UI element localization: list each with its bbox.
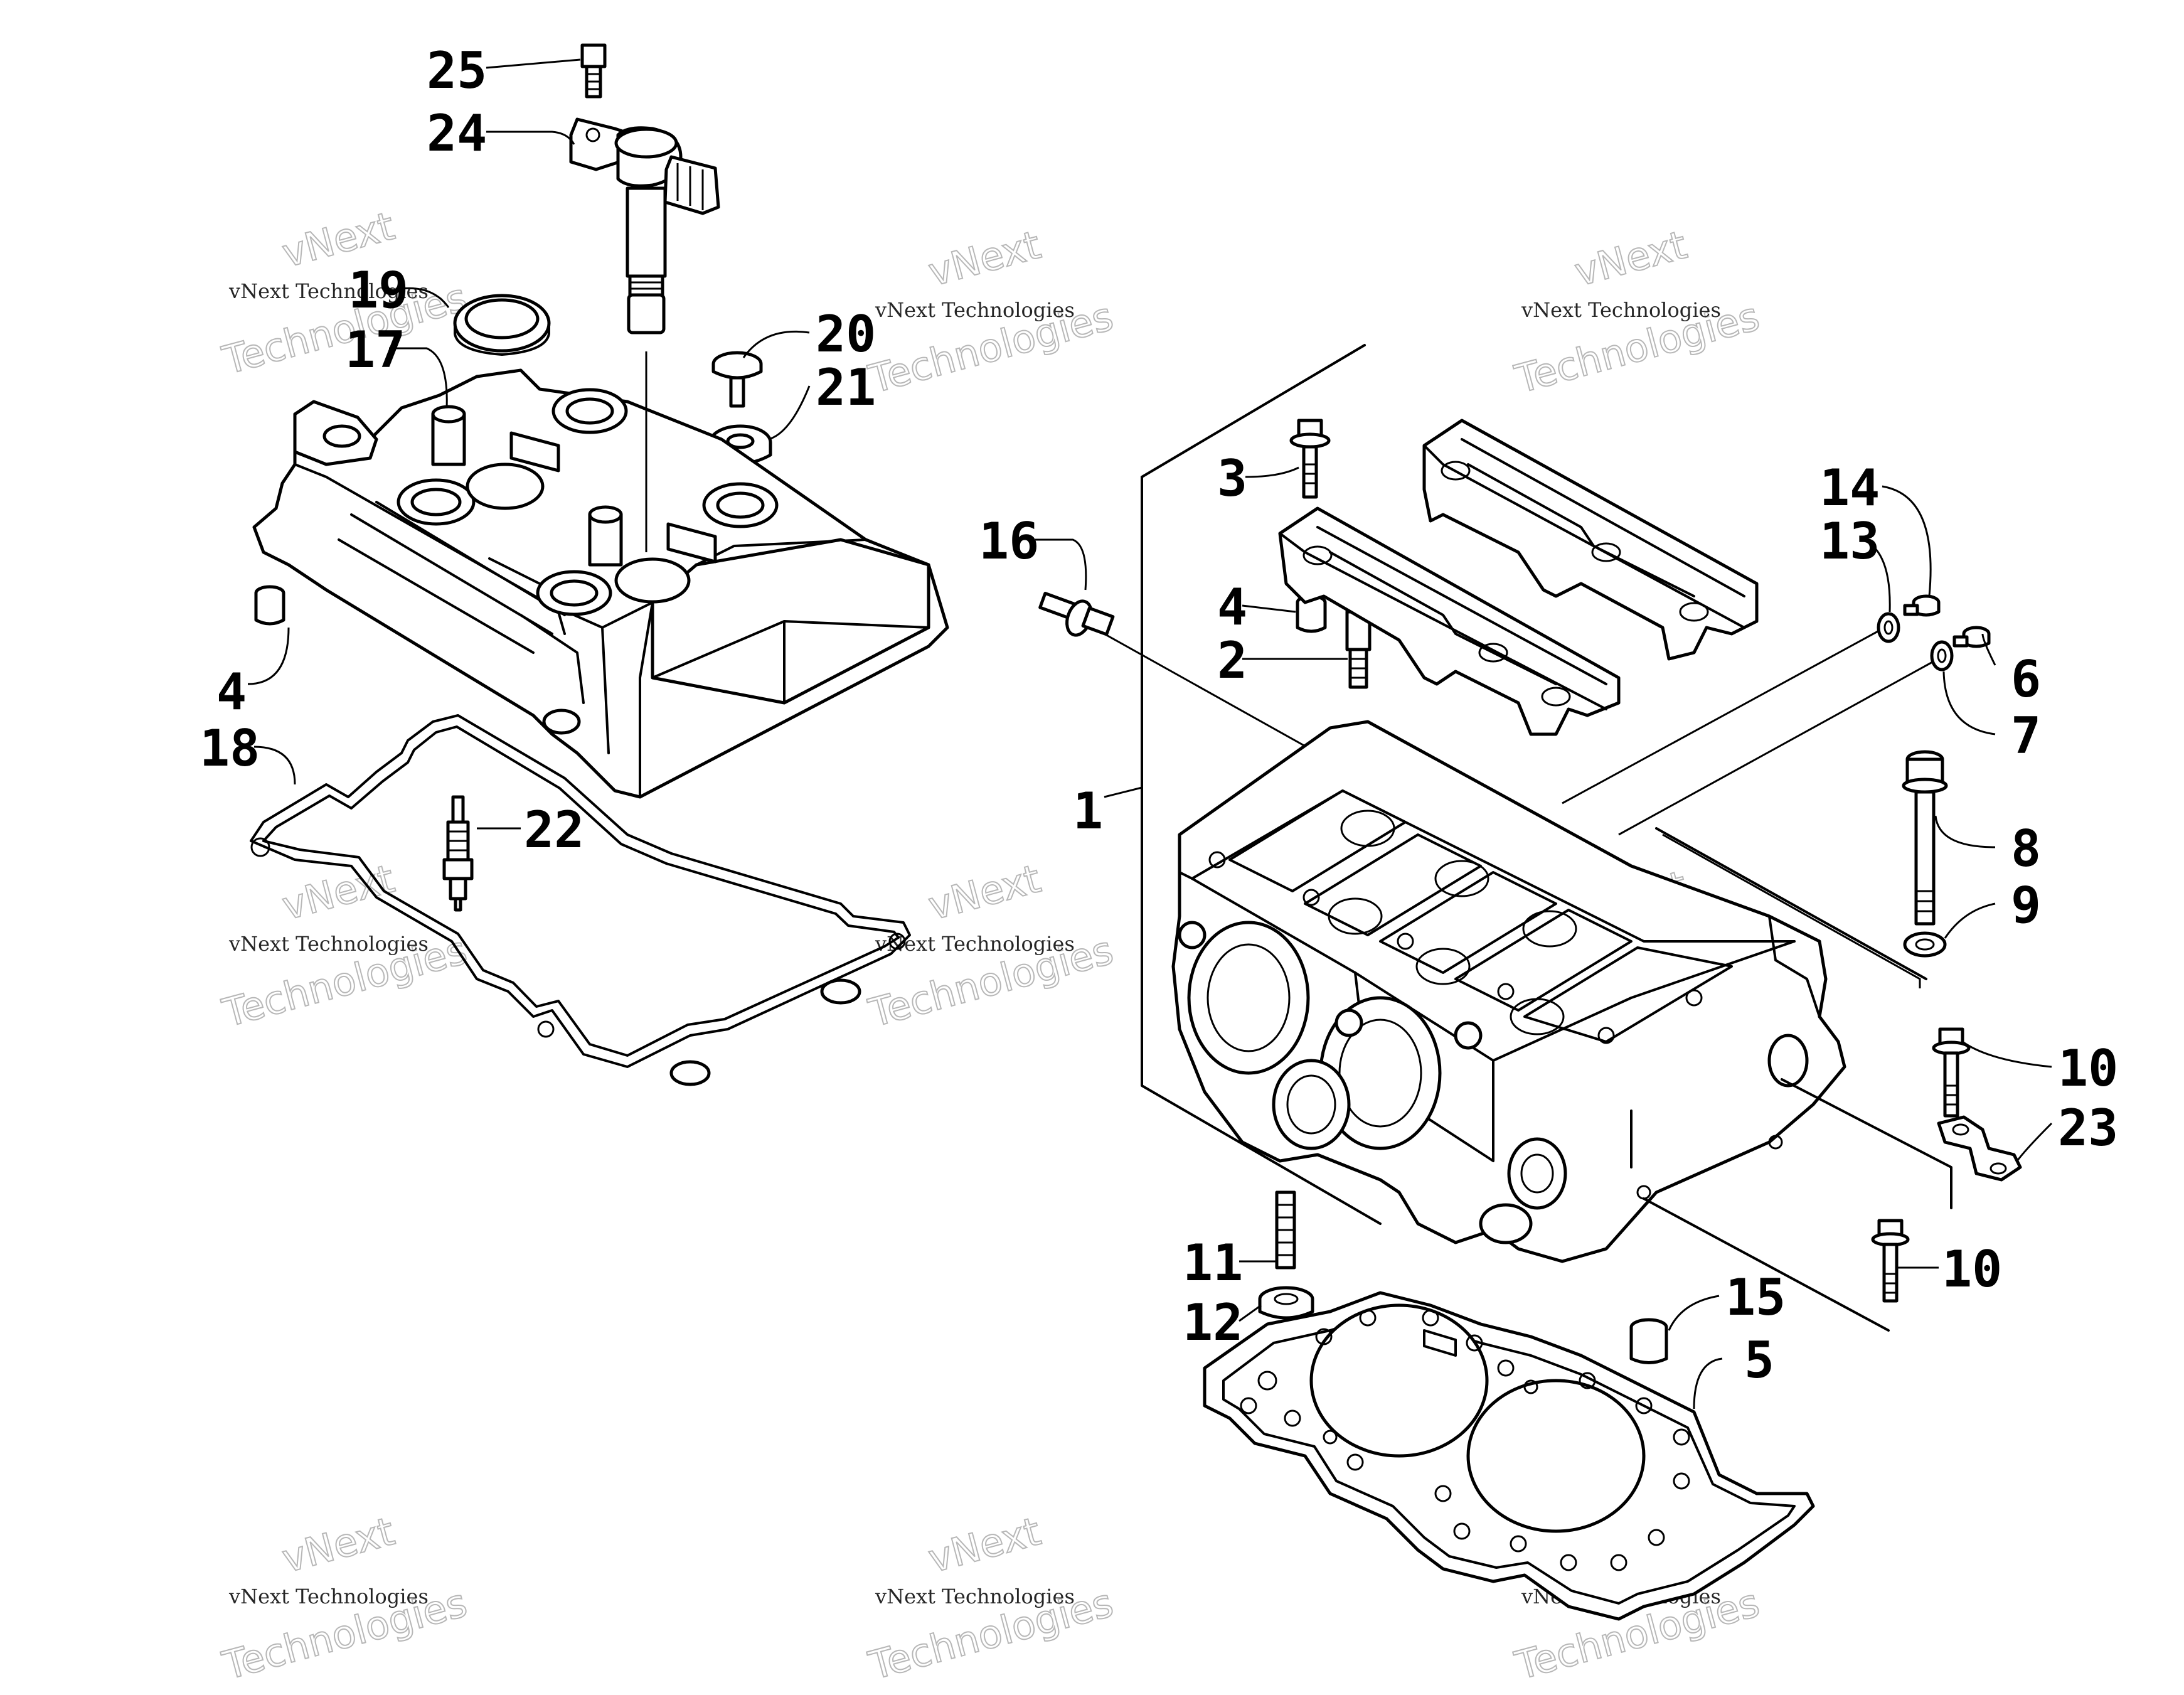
seal-ring-19-icon: [453, 294, 551, 356]
bolt-8-icon: [1902, 750, 1948, 926]
watermark: vNext Technologies vNext Technologies: [863, 221, 1119, 403]
callout-9: 9: [2011, 876, 2041, 934]
svg-text:vNext Technologies: vNext Technologies: [875, 298, 1075, 322]
callout-23: 23: [2058, 1099, 2118, 1157]
callout-2: 2: [1217, 631, 1247, 690]
callout-19: 19: [348, 261, 408, 319]
ignition-coil-24-icon: [569, 117, 720, 334]
leader-lines: [247, 58, 2053, 1409]
callout-20: 20: [816, 305, 876, 363]
svg-text:vNext: vNext: [924, 1508, 1045, 1581]
bracket-line: [1781, 1078, 1952, 1209]
washer-13-icon: [1877, 612, 1900, 643]
bolt-10-icon: [1932, 1027, 1971, 1118]
callout-21: 21: [816, 358, 876, 417]
cam-cap-lower-icon: [1278, 506, 1621, 736]
svg-text:vNext Technologies: vNext Technologies: [228, 279, 429, 303]
dowel-4-icon: [254, 585, 285, 626]
dowel-4-icon: [1296, 594, 1327, 633]
svg-text:vNext Technologies: vNext Technologies: [228, 1585, 429, 1608]
dowel-15-icon: [1629, 1318, 1668, 1364]
washer-7-icon: [1930, 640, 1954, 671]
svg-text:vNext: vNext: [277, 855, 399, 929]
bracket-line: [1141, 344, 1382, 1225]
callout-15: 15: [1725, 1268, 1786, 1327]
watermark: vNext Technologies vNext Technologies: [1510, 221, 1765, 403]
callout-4: 4: [1217, 578, 1247, 636]
bolt-14-icon: [1903, 594, 1941, 617]
callout-16: 16: [979, 512, 1039, 570]
bolt-25-icon: [580, 43, 607, 99]
gasket-18-icon: [250, 714, 911, 1086]
bracket-line: [1662, 833, 1921, 988]
leader-line: [1562, 629, 1880, 805]
bracket-line: [1655, 827, 1927, 980]
callout-14: 14: [1819, 459, 1880, 517]
watermark: vNext Technologies vNext Technologies: [217, 855, 472, 1037]
callout-3: 3: [1217, 449, 1247, 508]
callout-10: 10: [1942, 1240, 2002, 1298]
leader-line: [1618, 661, 1933, 836]
valve-cover-17-icon: [252, 368, 949, 799]
svg-text:vNext: vNext: [1570, 222, 1691, 295]
bolt-10-icon: [1871, 1219, 1910, 1303]
cam-cap-upper-icon: [1422, 419, 1759, 661]
callout-18: 18: [200, 719, 260, 778]
svg-text:vNext: vNext: [924, 222, 1045, 295]
bracket-line: [1643, 1197, 1890, 1332]
callout-5: 5: [1744, 1331, 1774, 1389]
callout-6: 6: [2011, 650, 2041, 708]
spark-plug-22-icon: [442, 795, 474, 912]
svg-text:vNext Technologies: vNext Technologies: [875, 1585, 1075, 1608]
callout-24: 24: [427, 104, 487, 163]
cylinder-head-1-icon: [1171, 720, 1846, 1263]
watermark: vNext Technologies vNext Technologies: [217, 1507, 472, 1689]
head-gasket-5-icon: [1203, 1291, 1815, 1621]
washer-9-icon: [1903, 931, 1947, 958]
callout-13: 13: [1819, 512, 1880, 570]
leader-line: [1104, 633, 1318, 754]
svg-text:vNext: vNext: [277, 1508, 399, 1581]
callout-17: 17: [345, 321, 405, 379]
callout-1: 1: [1073, 782, 1103, 840]
callout-labels: 25 24 19 17 20 21 4 18 22 16 3 4 2 14 13…: [200, 41, 2118, 1389]
bracket-23-icon: [1937, 1115, 2022, 1182]
svg-text:vNext Technologies: vNext Technologies: [228, 932, 429, 956]
callout-25: 25: [427, 41, 487, 100]
callout-4: 4: [216, 663, 247, 721]
watermark: vNext Technologies vNext Technologies: [863, 1507, 1119, 1689]
callout-22: 22: [524, 801, 584, 859]
callout-10: 10: [2058, 1039, 2118, 1098]
callout-12: 12: [1183, 1293, 1243, 1352]
nut-12-icon: [1258, 1286, 1314, 1320]
stud-11-icon: [1275, 1190, 1296, 1270]
callout-11: 11: [1183, 1234, 1243, 1292]
callout-7: 7: [2011, 707, 2041, 765]
bolt-20-icon: [711, 351, 763, 408]
svg-text:vNext Technologies: vNext Technologies: [1521, 298, 1721, 322]
watermark: vNext Technologies vNext Technologies: [863, 855, 1119, 1037]
fitting-16-icon: [1038, 591, 1115, 637]
callout-8: 8: [2011, 820, 2041, 878]
bolt-3-icon: [1289, 419, 1331, 499]
svg-text:vNext: vNext: [924, 855, 1045, 929]
